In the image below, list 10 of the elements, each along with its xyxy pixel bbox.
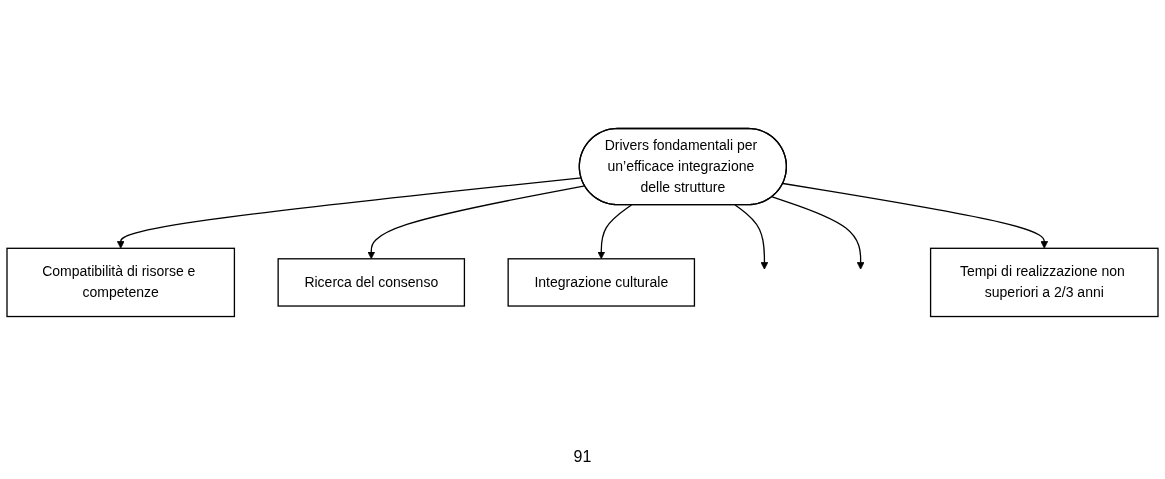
arrow: [734, 204, 769, 270]
node-box: Compatibilità di risorse e competenze: [6, 247, 236, 318]
arrow: [597, 204, 633, 260]
arrow: [782, 182, 1049, 249]
node-box: Integrazione culturale: [507, 258, 696, 307]
node-box: Ricerca del consenso: [277, 258, 466, 307]
page-number: 91: [573, 448, 592, 465]
arrow: [116, 177, 582, 249]
node-box: Tempi di realizzazione non superiori a 2/3 anni: [929, 247, 1159, 318]
arrow: [771, 196, 865, 270]
